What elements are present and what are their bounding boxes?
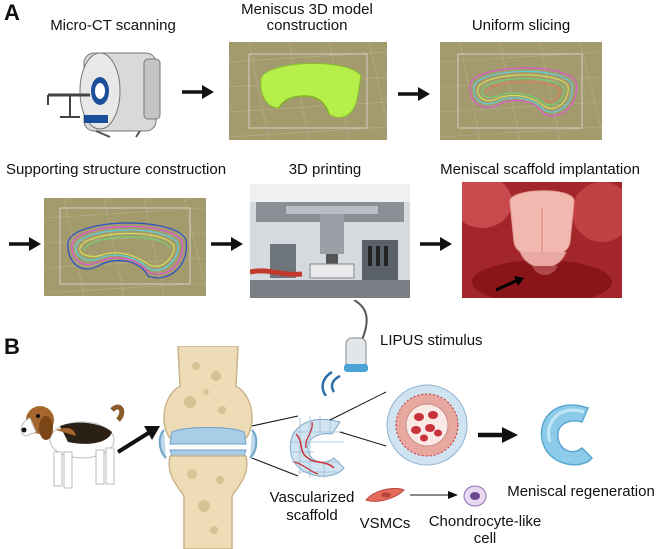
vsmc-cell-icon xyxy=(364,486,406,504)
vsmc-label: VSMCs xyxy=(359,515,411,532)
chondrocyte-label-line1: Chondrocyte-like xyxy=(428,513,542,530)
step-label-slicing: Uniform slicing xyxy=(471,17,571,34)
step-label-support: Supporting structure construction xyxy=(5,161,227,178)
vascularized-scaffold-image xyxy=(284,412,352,482)
panel-letter-a: A xyxy=(4,0,20,25)
lipus-label: LIPUS stimulus xyxy=(380,332,483,349)
chondrocyte-cell-icon xyxy=(462,484,488,508)
vessel-cross-section-image xyxy=(386,384,468,466)
knee-joint-image xyxy=(156,346,260,549)
regeneration-label: Meniscal regeneration xyxy=(507,483,655,500)
arrow-right-icon xyxy=(9,236,41,252)
beagle-dog-image xyxy=(16,392,128,496)
implantation-photo xyxy=(462,182,622,298)
arrow-right-icon xyxy=(478,426,518,444)
panel-letter-b: B xyxy=(4,334,20,359)
step-label-implantation: Meniscal scaffold implantation xyxy=(440,161,640,178)
arrow-diagonal-icon xyxy=(116,424,160,456)
arrow-right-icon xyxy=(398,86,430,102)
3d-printing-photo xyxy=(250,184,410,298)
arrow-right-icon xyxy=(211,236,243,252)
regenerated-meniscus-image xyxy=(538,400,596,470)
arrow-right-icon xyxy=(182,84,214,100)
chondrocyte-label-line2: cell xyxy=(473,530,497,547)
uniform-slicing-image xyxy=(440,42,602,140)
connector-lines xyxy=(251,391,387,477)
arrow-right-icon xyxy=(420,236,452,252)
thin-arrow-right-icon xyxy=(410,490,458,500)
ultrasound-probe-icon xyxy=(318,300,378,396)
scaffold-label-line2: scaffold xyxy=(286,507,338,524)
step-label-micro-ct: Micro-CT scanning xyxy=(50,17,176,34)
step-label-3d-printing: 3D printing xyxy=(288,161,362,178)
scaffold-label-line1: Vascularized xyxy=(269,489,355,506)
micro-ct-scanner-image xyxy=(40,45,170,140)
meniscus-3d-model-image xyxy=(229,42,387,140)
step-label-3d-model: Meniscus 3D model construction xyxy=(241,1,373,34)
supporting-structure-image xyxy=(44,198,206,296)
